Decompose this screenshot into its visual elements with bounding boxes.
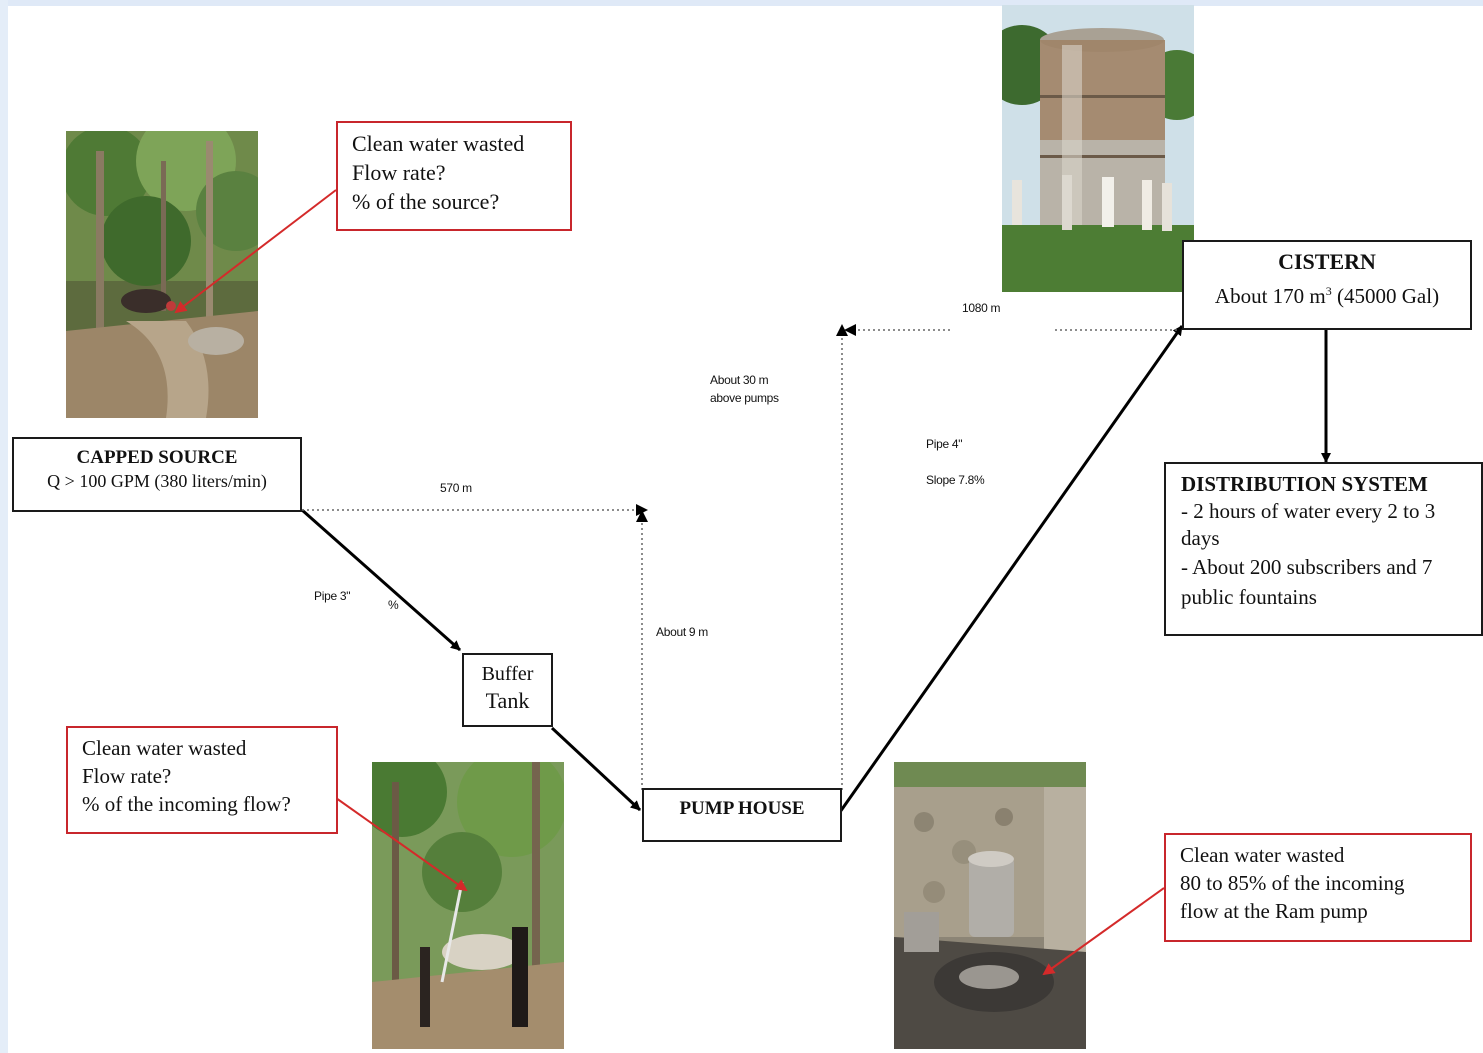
source-photo <box>66 131 258 418</box>
pump-house-title: PUMP HOUSE <box>679 798 805 819</box>
callout-line: Flow rate? <box>82 764 172 788</box>
pipe-size-cistern: Pipe 4" <box>926 437 963 451</box>
window-top-border <box>0 0 1483 6</box>
pump-photo <box>894 762 1086 1049</box>
pump-house-node: PUMP HOUSE <box>642 788 842 842</box>
distribution-detail: public fountains <box>1181 585 1317 609</box>
cistern-title: CISTERN <box>1278 249 1376 274</box>
cistern-photo <box>1002 5 1194 292</box>
callout-line: Clean water wasted <box>82 736 247 760</box>
buffer-photo <box>372 762 564 1049</box>
arrow-buffer-to-pump <box>550 726 642 812</box>
cistern-elevation-note: above pumps <box>710 391 779 405</box>
callout-line: Clean water wasted <box>1180 843 1345 867</box>
arrow-pump-to-cistern <box>838 325 1184 813</box>
distance-source-to-pump: 570 m <box>440 481 472 495</box>
callout-line: Flow rate? <box>352 160 446 185</box>
cistern-node: CISTERN About 170 m3 (45000 Gal) <box>1182 240 1472 330</box>
window-left-border <box>0 0 8 1053</box>
distribution-detail: - 2 hours of water every 2 to 3 <box>1181 499 1436 523</box>
buffer-tank-label: Buffer <box>481 663 534 685</box>
callout-buffer-wasted: Clean water wasted Flow rate? % of the i… <box>66 726 338 834</box>
callout-source-wasted: Clean water wasted Flow rate? % of the s… <box>336 121 572 231</box>
buffer-tank-node: Buffer Tank <box>462 653 553 727</box>
slope-cistern: Slope 7.8% <box>926 473 985 487</box>
cistern-elevation: About 30 m <box>710 373 769 387</box>
capped-source-flow: Q > 100 GPM (380 liters/min) <box>47 471 267 491</box>
distance-pump-to-cistern: 1080 m <box>962 301 1001 315</box>
pipe-size-source: Pipe 3" <box>314 589 351 603</box>
callout-line: 80 to 85% of the incoming <box>1180 871 1405 895</box>
callout-line: % of the source? <box>352 189 500 214</box>
distribution-detail: - About 200 subscribers and 7 <box>1181 555 1433 579</box>
distribution-system-node: DISTRIBUTION SYSTEM - 2 hours of water e… <box>1164 462 1483 636</box>
cistern-capacity: About 170 m3 (45000 Gal) <box>1214 284 1440 308</box>
callout-line: flow at the Ram pump <box>1180 899 1368 923</box>
callout-line: Clean water wasted <box>352 131 525 156</box>
callout-pump-wasted: Clean water wasted 80 to 85% of the inco… <box>1164 833 1472 942</box>
slope-source: % <box>388 598 399 612</box>
arrow-source-to-buffer <box>301 508 461 652</box>
capped-source-node: CAPPED SOURCE Q > 100 GPM (380 liters/mi… <box>12 437 302 512</box>
callout-line: % of the incoming flow? <box>82 792 291 816</box>
capped-source-title: CAPPED SOURCE <box>76 447 238 468</box>
buffer-tank-label: Tank <box>485 688 530 713</box>
distribution-detail: days <box>1181 526 1220 550</box>
distribution-title: DISTRIBUTION SYSTEM <box>1181 472 1428 496</box>
head-at-pump: About 9 m <box>656 625 708 639</box>
